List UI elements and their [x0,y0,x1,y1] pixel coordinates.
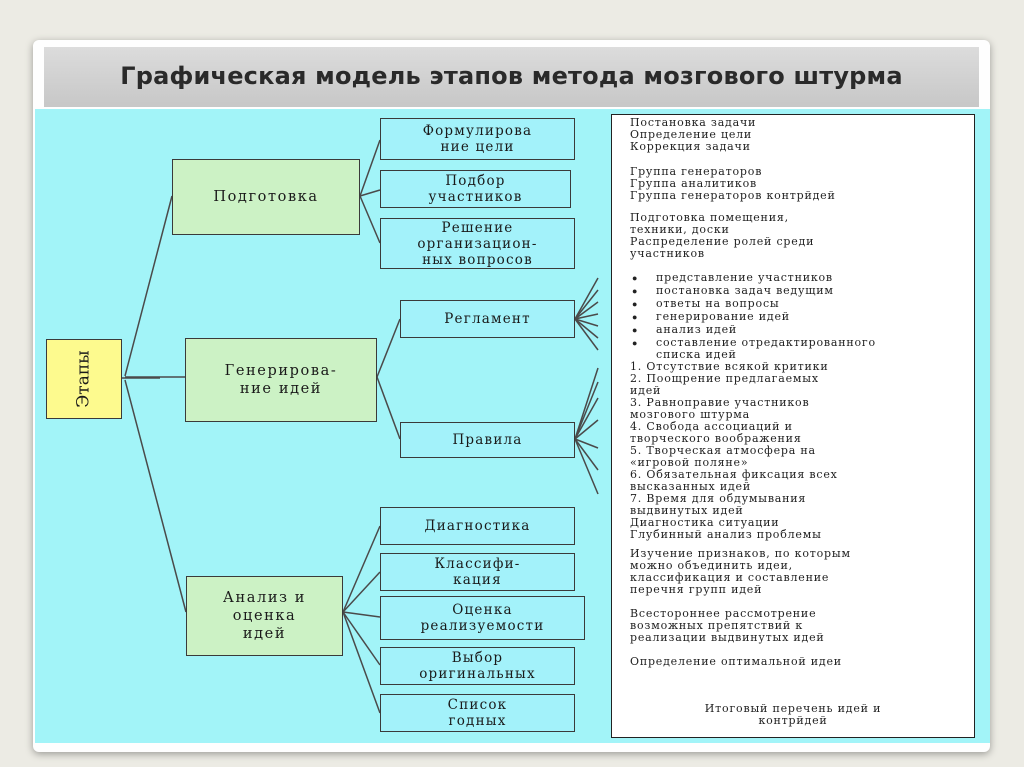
detail-line: 4. Свобода ассоциаций и [630,420,793,433]
connector-stage3-sub10 [342,611,381,714]
root-label: Этапы [73,350,94,408]
fan-reglament [574,277,599,351]
detail-line: 3. Равноправие участников [630,396,810,409]
detail-line: 2. Поощрение предлагаемых [630,372,819,385]
detail-line: 7. Время для обдумывания [630,492,807,505]
substep-goal: Формулирова ние цели [380,118,575,160]
detail-line: выдвинутых идей [630,504,744,517]
detail-line: классификация и составление [630,571,830,584]
root-box-etapy: Этапы [46,339,122,419]
substep-suitable-list: Список годных [380,694,575,732]
stage-analysis: Анализ и оценка идей [186,576,343,656]
title-bar [44,47,979,107]
detail-line: реализации выдвинутых идей [630,631,825,644]
detail-line: Определение оптимальной идеи [630,655,842,668]
bullet-icon: ● [632,273,638,283]
detail-line: Группа генераторов [630,165,763,178]
bullet-icon: ● [632,312,638,322]
detail-line: Группа аналитиков [630,177,757,190]
connector-stage3-sub7 [342,571,381,613]
detail-line: Итоговый перечень идей и [704,702,882,715]
detail-line: Постановка задачи [630,116,757,129]
substep-classification: Классифи- кация [380,553,575,591]
detail-line: Коррекция задачи [630,140,751,153]
detail-line: Распределение ролей среди [630,235,815,248]
connector-stage1-sub1 [359,139,381,197]
detail-line: ответы на вопросы [656,297,780,310]
detail-line: 6. Обязательная фиксация всех [630,468,838,481]
bullet-icon: ● [632,325,638,335]
connector-stage3-sub9 [342,611,381,666]
connector-stage1-sub2 [359,189,381,197]
detail-line: техники, доски [630,223,730,236]
substep-rules: Правила [400,422,575,458]
connector-stage3-sub8 [342,611,381,618]
detail-line: мозгового штурма [630,408,751,421]
detail-line: Определение цели [630,128,753,141]
stage-idea-generation: Генерирова- ние идей [185,338,377,422]
substep-reglament: Регламент [400,300,575,338]
detail-line: Диагностика ситуации [630,516,780,529]
detail-line: постановка задач ведущим [656,284,834,297]
connector-root-stage-3 [124,379,187,613]
substep-participants: Подбор участников [380,170,571,208]
detail-line: творческого воображения [630,432,802,445]
fan-pravila [574,367,599,495]
bullet-icon: ● [632,286,638,296]
connector-stage3-sub6 [342,525,381,613]
detail-line: 5. Творческая атмосфера на [630,444,816,457]
details-panel [611,114,975,738]
detail-line: Подготовка помещения, [630,211,789,224]
detail-line: идей [630,384,662,397]
detail-line: возможных препятствий к [630,619,804,632]
detail-line: участников [630,247,705,260]
detail-line: генерирование идей [656,310,790,323]
substep-organization: Решение организацион- ных вопросов [380,218,575,269]
bullet-icon: ● [632,338,638,348]
detail-line: «игровой поляне» [630,456,749,469]
detail-line: перечня групп идей [630,583,763,596]
connector-stage2-sub5 [376,376,401,440]
detail-line: Всестороннее рассмотрение [630,607,817,620]
detail-line: представление участников [656,271,833,284]
detail-line: 1. Отсутствие всякой критики [630,360,829,373]
detail-line: составление отредактированного [656,336,876,349]
substep-feasibility: Оценка реализуемости [380,596,585,640]
detail-line: списка идей [656,348,737,361]
connector-root-stage-1 [124,195,173,377]
connector-stage2-sub4 [376,318,401,378]
detail-line: Глубинный анализ проблемы [630,528,822,541]
substep-original: Выбор оригинальных [380,647,575,685]
detail-line: высказанных идей [630,480,751,493]
bullet-icon: ● [632,299,638,309]
slide-title: Графическая модель этапов метода мозгово… [120,62,903,90]
connector-stage1-sub3 [359,195,381,244]
substep-diagnostics: Диагностика [380,507,575,545]
detail-line: контрйдей [758,714,828,727]
detail-line: Изучение признаков, по которым [630,547,851,560]
detail-line: можно объединить идеи, [630,559,793,572]
detail-line: Группа генераторов контрйдей [630,189,836,202]
detail-line: анализ идей [656,323,738,336]
stage-preparation: Подготовка [172,159,360,235]
